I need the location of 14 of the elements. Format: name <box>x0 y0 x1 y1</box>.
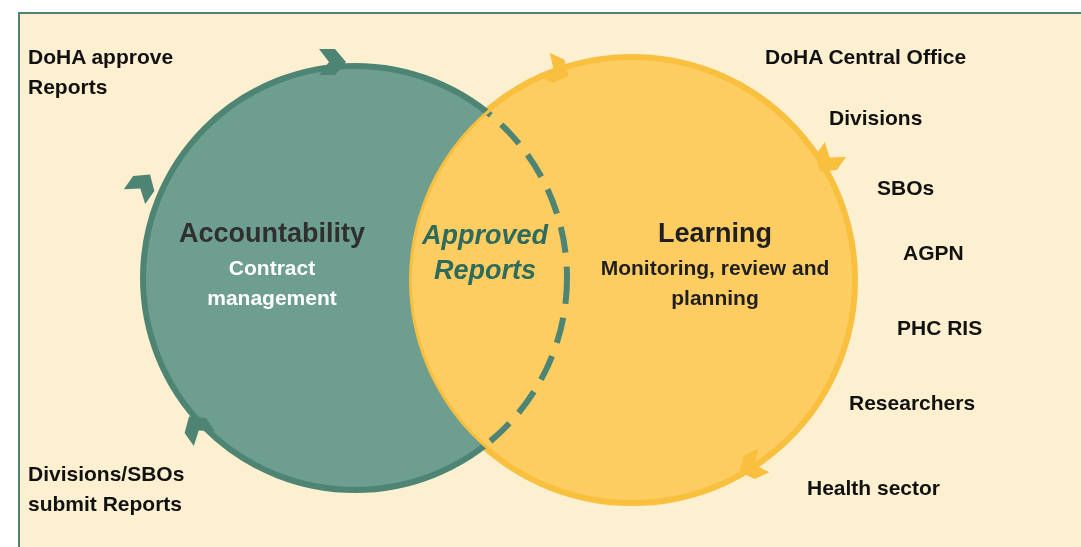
circle-description: Monitoring, review and planning <box>600 255 830 311</box>
circle-description: Contract management <box>206 255 338 311</box>
side-label: Researchers <box>849 390 976 416</box>
side-label: Divisions/SBOs submit Reports <box>28 461 186 517</box>
side-label: Health sector <box>807 475 941 501</box>
side-label: AGPN <box>903 240 964 266</box>
side-label: DoHA Central Office <box>765 44 967 70</box>
side-label: SBOs <box>877 175 935 201</box>
overlap-label: Approved Reports <box>420 219 550 287</box>
side-label: Divisions <box>829 105 923 131</box>
circle-heading: Learning <box>657 218 773 249</box>
circle-heading: Accountability <box>178 218 366 249</box>
side-label: DoHA approve Reports <box>28 44 175 100</box>
side-label: PHC RIS <box>897 315 983 341</box>
